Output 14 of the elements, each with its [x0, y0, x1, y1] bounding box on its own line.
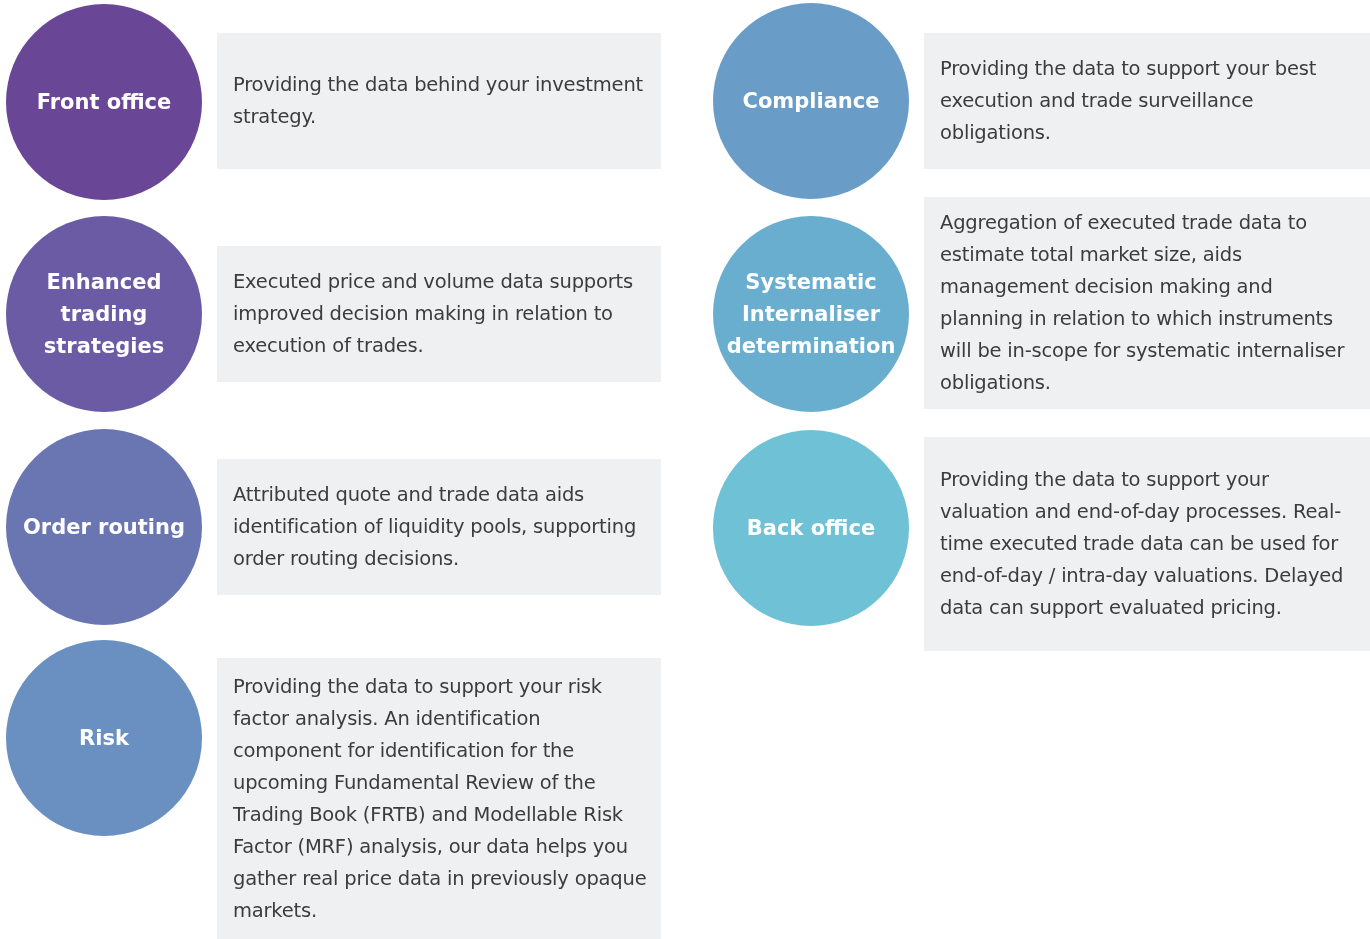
description-text: Providing the data to support your risk factor analysis. An identification component for identification for the upcoming Fundamental Review of the Trading Book (FRTB) and Modellable Risk Factor (MRF) analysis, our data helps you gather real price data in previously opaque markets.	[233, 673, 648, 924]
description-text: Aggregation of executed trade data to estimate total market size, aids management decision making and planning in relation to which instruments will be in-scope for systematic internaliser obligations.	[940, 210, 1346, 396]
category-title: Risk	[78, 725, 130, 752]
category-title: Front office	[35, 89, 173, 116]
category-title: Order routing	[21, 514, 187, 541]
category-title: Enhanced trading strategies	[42, 269, 166, 360]
category-title: Systematic Internaliser determination	[725, 269, 897, 360]
category-title: Back office	[745, 515, 877, 542]
description-text: Providing the data to support your valuation and end-of-day processes. Real-time executed trade data can be used for end-of-day / intra-day valuations. Delayed data can support evaluated pricing.	[940, 467, 1345, 621]
description-text: Attributed quote and trade data aids identification of liquidity pools, supporting order routing decisions.	[233, 482, 638, 572]
category-title: Compliance	[741, 88, 881, 115]
description-text: Providing the data to support your best execution and trade surveillance obligations.	[940, 56, 1318, 146]
description-text: Providing the data behind your investment strategy.	[233, 72, 644, 130]
description-text: Executed price and volume data supports improved decision making in relation to execution of trades.	[233, 269, 634, 359]
